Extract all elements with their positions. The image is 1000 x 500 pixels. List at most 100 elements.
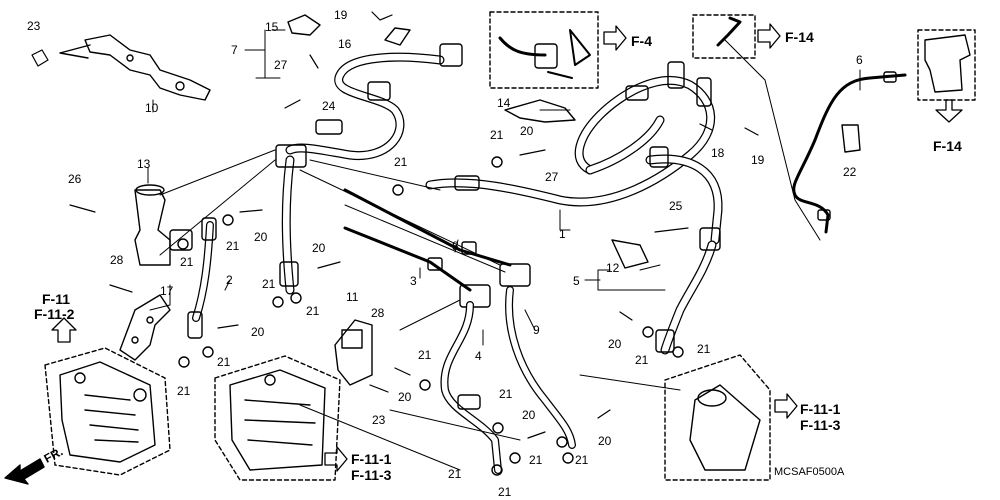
callout-4: 4 [475, 349, 482, 363]
brake-hose-9 [505, 286, 576, 449]
callout-21-p: 21 [697, 342, 711, 356]
brake-hose-2 [187, 144, 307, 339]
f14-top-box [692, 14, 756, 59]
fork-leg-box [664, 354, 771, 481]
callout-8: 8 [452, 239, 459, 253]
arrow-f14-top [757, 23, 781, 49]
callout-23-top: 23 [27, 19, 41, 33]
caliper-center [229, 369, 326, 471]
clip-22 [841, 124, 861, 153]
callout-6: 6 [856, 53, 863, 67]
callout-21-e: 21 [262, 277, 276, 291]
callout-21-f: 21 [306, 304, 320, 318]
callout-13: 13 [137, 157, 151, 171]
brake-pipe-6 [792, 71, 907, 234]
callout-28-left: 28 [110, 253, 124, 267]
callout-22: 22 [843, 165, 857, 179]
callout-23-mid: 23 [372, 413, 386, 427]
callout-25: 25 [669, 199, 683, 213]
ref-f4[interactable]: F-4 [631, 33, 652, 49]
callout-21-d: 21 [226, 239, 240, 253]
callout-20-c: 20 [312, 241, 326, 255]
callout-21-j: 21 [499, 387, 513, 401]
callout-1: 1 [559, 227, 566, 241]
ref-f11[interactable]: F-11 [42, 291, 71, 307]
callout-5: 5 [573, 274, 580, 288]
caliper-center-box [214, 355, 341, 481]
callout-7: 7 [231, 43, 238, 57]
bracket-10 [84, 34, 211, 101]
callout-19-right: 19 [751, 153, 765, 167]
callout-21-a: 21 [490, 128, 504, 142]
callout-21-o: 21 [635, 353, 649, 367]
callout-24: 24 [322, 99, 336, 113]
callout-20-g: 20 [598, 434, 612, 448]
bolts [31, 11, 759, 439]
callout-3: 3 [410, 274, 417, 288]
ref-f11-1-bottom[interactable]: F-11-1 [351, 451, 392, 467]
callout-27-mid: 27 [545, 170, 559, 184]
brake-hose-4 [440, 301, 502, 474]
arrow-f4 [603, 25, 627, 51]
caliper-left-box [44, 347, 171, 476]
callout-16: 16 [338, 37, 352, 51]
stay-14 [504, 99, 576, 123]
clip-16 [384, 27, 411, 46]
callout-20-a: 20 [520, 124, 534, 138]
callout-21-n: 21 [498, 485, 512, 499]
arrow-f14-right [935, 99, 963, 123]
fork-leg [689, 384, 761, 471]
callout-20-e: 20 [398, 390, 412, 404]
callout-27-left: 27 [274, 58, 288, 72]
three-way-joint-front [499, 263, 531, 287]
callout-11: 11 [346, 290, 359, 304]
callout-28-mid: 28 [371, 306, 385, 320]
holder-11 [334, 319, 373, 386]
brake-pipe-3 [343, 226, 472, 292]
callout-21-c: 21 [180, 255, 194, 269]
arrow-f11-1-right [774, 393, 798, 419]
callout-26: 26 [68, 172, 82, 186]
ref-f11-2[interactable]: F-11-2 [34, 306, 75, 322]
callout-20-d: 20 [251, 325, 265, 339]
callout-9: 9 [533, 323, 540, 337]
callout-19-top: 19 [334, 8, 348, 22]
callout-20-b: 20 [254, 230, 268, 244]
callout-21-l: 21 [575, 453, 589, 467]
master-cylinder [924, 34, 971, 93]
clip-15 [287, 14, 321, 36]
callout-12: 12 [606, 261, 620, 275]
brake-hose-1 [425, 61, 723, 245]
brake-hose-5 [655, 227, 721, 355]
three-way-joint-rear [459, 284, 491, 308]
sealing-washers [177, 156, 684, 476]
bracket-17 [119, 294, 171, 361]
diagram-code: MCSAF0500A [774, 466, 845, 478]
arrow-f11 [51, 317, 77, 343]
proportioning-valve-13 [134, 189, 171, 266]
ref-f11-3-right[interactable]: F-11-3 [800, 417, 841, 433]
leader-lines [147, 29, 861, 471]
brake-hose-7 [285, 43, 463, 161]
ref-f11-3-bottom[interactable]: F-11-3 [351, 467, 392, 483]
callout-21-b: 21 [394, 155, 408, 169]
brake-pipe-8 [343, 188, 512, 267]
callout-18: 18 [711, 146, 725, 160]
callout-20-f: 20 [522, 408, 536, 422]
caliper-left [59, 361, 156, 463]
callout-21-m: 21 [448, 467, 462, 481]
callout-14: 14 [497, 96, 511, 110]
front-arrow [4, 458, 45, 485]
ref-f11-1-right[interactable]: F-11-1 [800, 401, 841, 417]
callout-2: 2 [226, 273, 233, 287]
reference-arrows [51, 23, 963, 472]
ref-f14-top[interactable]: F-14 [785, 29, 814, 45]
ref-f14-right[interactable]: F-14 [933, 138, 962, 154]
callout-20-h: 20 [608, 337, 622, 351]
callout-21-h: 21 [177, 384, 191, 398]
callout-21-g: 21 [217, 355, 231, 369]
callout-15: 15 [265, 20, 279, 34]
clip-12 [611, 239, 649, 269]
